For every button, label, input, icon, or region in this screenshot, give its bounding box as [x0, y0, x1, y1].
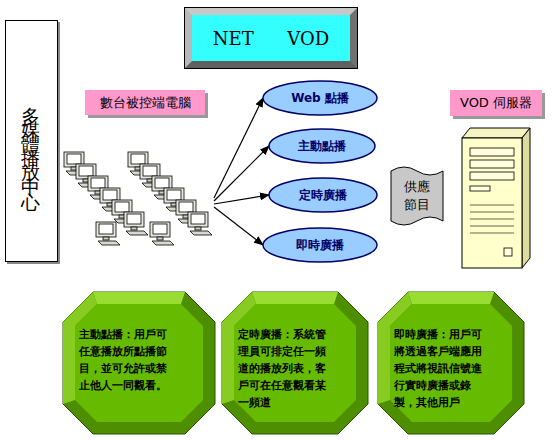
octagon-face: [75, 304, 203, 422]
label-box: VOD 伺服器: [450, 90, 542, 116]
note-heading: 即時廣播：: [394, 328, 449, 341]
banner-text: 供應 節目: [403, 178, 431, 214]
title-box: NET VOD: [185, 8, 357, 68]
note-text: 即時廣播：用戶可將透過客戶端應用程式將視訊信號進行實時廣播或錄製，其他用戶: [394, 326, 490, 411]
note-heading: 定時廣播：: [238, 328, 293, 341]
illustration-part: [96, 222, 120, 245]
ellipse-outline: [263, 81, 377, 115]
illustration-part: [470, 212, 514, 213]
illustration-part: [470, 160, 514, 168]
vertical-title: 多媒體播放中心: [19, 92, 45, 190]
octagon-bevel: [222, 292, 368, 434]
octagon-face: [390, 304, 512, 422]
note-octagon: 定時廣播：系統管理員可排定任一頻道的播放列表，客戶可在任意觀看某一頻道: [222, 292, 368, 434]
ellipse-text: 定時廣播: [299, 187, 347, 204]
mode-ellipse: 即時廣播: [262, 227, 378, 263]
arrow-connector: [214, 195, 269, 204]
supply-banner: 供應 節目: [390, 163, 444, 229]
illustration-part: [470, 186, 490, 191]
arrow-connector: [214, 146, 269, 201]
octagon-bevel: [378, 292, 524, 434]
note-octagon: 即時廣播：用戶可將透過客戶端應用程式將視訊信號進行實時廣播或錄製，其他用戶: [378, 292, 524, 434]
illustration-part: [470, 233, 514, 234]
illustration-part: [504, 248, 512, 256]
illustration-part: [462, 128, 530, 138]
shape-outline: [390, 163, 444, 229]
ellipse-outline: [263, 228, 377, 262]
illustration-part: [470, 219, 514, 220]
server-tower: [462, 128, 530, 268]
illustration-part: [470, 205, 514, 206]
illustration-part: [470, 226, 514, 227]
arrow-connector: [214, 207, 263, 245]
mode-ellipse: 主動點播: [268, 128, 376, 164]
ellipse-text: 主動點播: [298, 138, 346, 155]
note-text: 主動點播：用戶可任意播放所點播節目，並可允許或禁止他人一同觀看。: [79, 326, 175, 394]
octagon-bevel: [408, 292, 494, 304]
mode-ellipse: Web 點播: [262, 80, 378, 116]
illustration-part: [522, 128, 530, 268]
note-octagon: 主動點播：用戶可任意播放所點播節目，並可允許或禁止他人一同觀看。: [63, 292, 215, 434]
ellipse-outline: [269, 178, 377, 212]
ellipse-outline: [269, 129, 375, 163]
note-heading: 主動點播：: [79, 328, 134, 341]
label-text: VOD 伺服器: [460, 94, 532, 112]
illustration-part: [150, 222, 174, 245]
computer-group: 數台被控端電腦: [58, 90, 216, 250]
octagon-face: [234, 304, 356, 422]
octagon-bevel: [93, 292, 185, 304]
illustration-part: [462, 138, 522, 268]
octagon-bevel: [252, 292, 338, 304]
banner-outline: [391, 167, 443, 225]
center-box: 多媒體播放中心: [5, 20, 58, 262]
group-label: 數台被控端電腦: [85, 90, 205, 115]
title-text: NET VOD: [213, 28, 330, 49]
illustration-part: [470, 172, 514, 180]
arrow-connector: [214, 98, 263, 198]
ellipse-text: Web 點播: [291, 90, 349, 107]
mode-ellipse: 定時廣播: [268, 177, 378, 213]
computer-cluster: [64, 152, 212, 245]
note-text: 定時廣播：系統管理員可排定任一頻道的播放列表，客戶可在任意觀看某一頻道: [238, 326, 334, 411]
ellipse-text: 即時廣播: [296, 237, 344, 254]
illustration-part: [188, 212, 212, 235]
illustration-part: [470, 148, 514, 156]
illustration-part: [124, 212, 148, 235]
octagon-bevel: [63, 292, 215, 434]
